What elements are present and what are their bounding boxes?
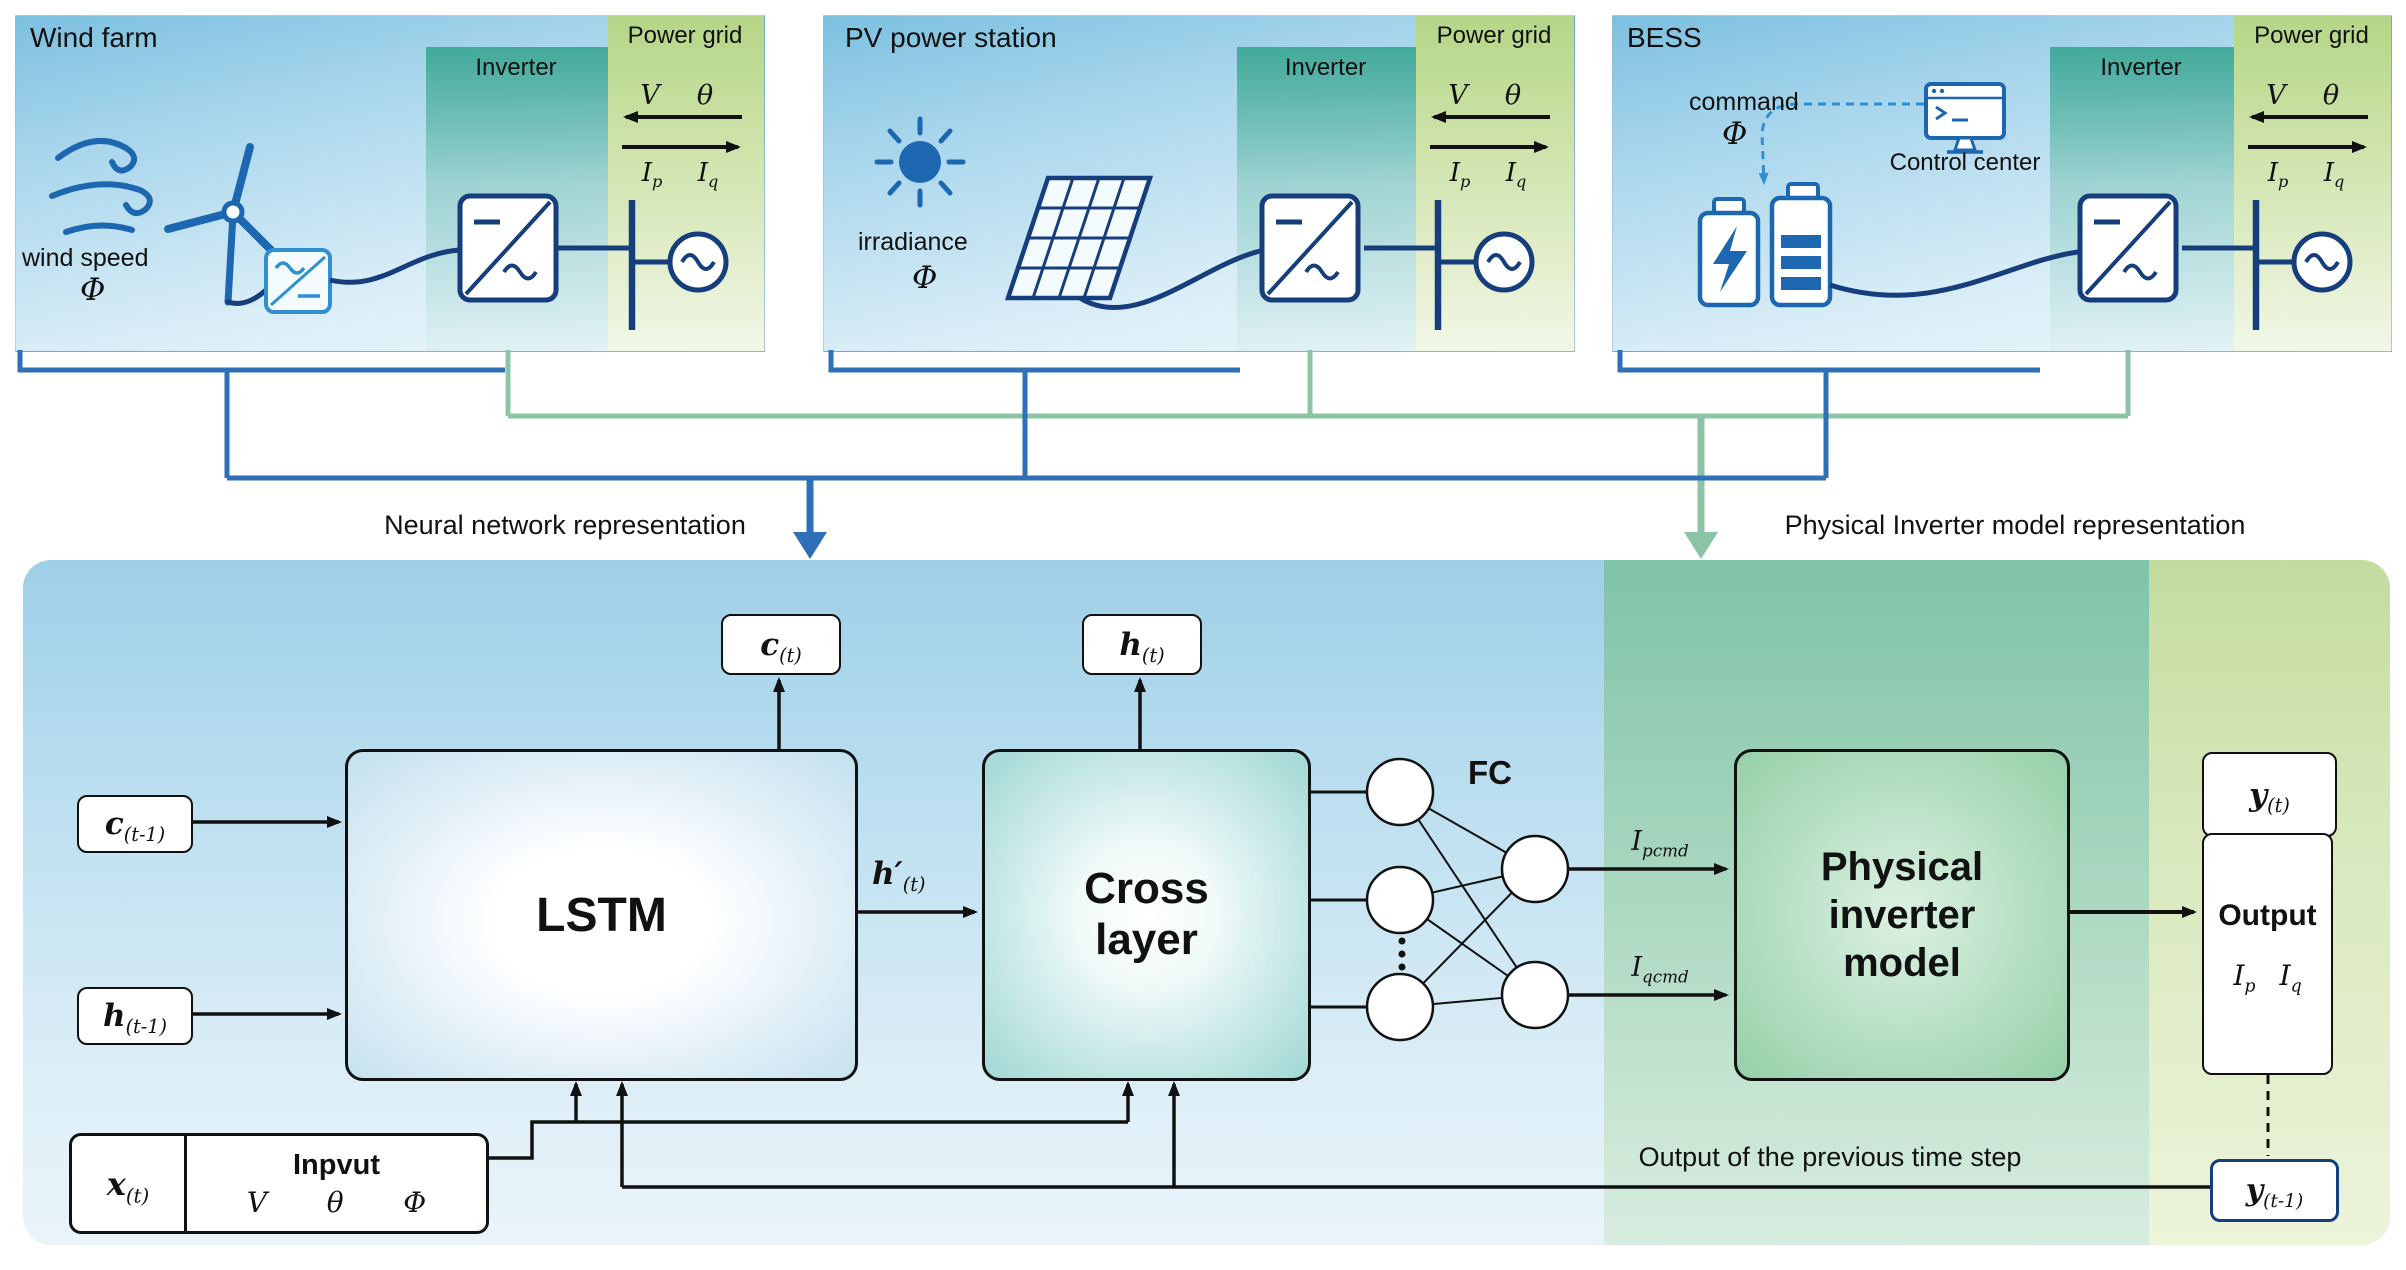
- neural-bus: [17, 350, 2040, 534]
- nn-arrow: [793, 532, 827, 559]
- irradiance-label: irradiance: [858, 228, 968, 256]
- iqcmd-label: Iqcmd: [1631, 952, 1689, 987]
- x-t-box: x(t) Inpvut V θ Φ: [69, 1133, 489, 1234]
- ipcmd-label: Ipcmd: [1631, 826, 1689, 861]
- input-label: Inpvut: [293, 1148, 380, 1181]
- y-t-box: y(t): [2202, 752, 2337, 837]
- iq-label: Iq: [1505, 158, 1527, 192]
- power-grid-label: Power grid: [627, 22, 743, 49]
- control-center-label: Control center: [1889, 149, 2041, 176]
- v-label: V: [1448, 80, 1468, 111]
- phys-flow-label: Physical Inverter model representation: [1784, 510, 2246, 540]
- v-label: V: [640, 80, 660, 111]
- h-t-box: h(t): [1082, 614, 1202, 675]
- ip-label: Ip: [641, 158, 663, 192]
- phys-arrow: [1684, 532, 1718, 559]
- c-prev-box: c(t-1): [77, 795, 193, 853]
- inverter-label: Inverter: [1284, 54, 1367, 81]
- power-grid-label: Power grid: [1436, 22, 1552, 49]
- power-grid-label: Power grid: [2254, 22, 2369, 49]
- lstm-box: LSTM: [345, 749, 858, 1081]
- theta-label: θ: [2322, 80, 2340, 111]
- prev-output-label: Output of the previous time step: [1638, 1142, 2022, 1172]
- output-box: Output Ip Iq: [2202, 833, 2333, 1075]
- wind-farm-panel: [15, 15, 765, 352]
- panel-title: BESS: [1627, 22, 1702, 53]
- ip-label: Ip: [1449, 158, 1471, 192]
- fc-label: FC: [1468, 754, 1512, 791]
- h-prime-label: h′(t): [872, 856, 926, 897]
- phi-label: Φ: [1722, 116, 1748, 152]
- input-theta: θ: [326, 1185, 344, 1219]
- v-label: V: [2266, 80, 2286, 111]
- inverter-label: Inverter: [2100, 54, 2182, 81]
- iq-label: Iq: [2323, 158, 2345, 192]
- command-label: command: [1689, 88, 1799, 116]
- iq-label: Iq: [697, 158, 719, 192]
- theta-label: θ: [1504, 80, 1522, 111]
- nn-flow-label: Neural network representation: [384, 510, 746, 540]
- inverter-region: [1237, 47, 1416, 351]
- inverter-region: [2050, 47, 2234, 351]
- physical-bus: [505, 350, 2131, 534]
- ip-label: Ip: [2267, 158, 2289, 192]
- theta-label: θ: [696, 80, 714, 111]
- panel-title: PV power station: [845, 22, 1057, 53]
- inverter-region: [426, 47, 608, 351]
- phi-label: Φ: [912, 260, 938, 296]
- inverter-label: Inverter: [475, 54, 557, 81]
- phi-label: Φ: [80, 272, 106, 308]
- panel-title: Wind farm: [30, 22, 158, 53]
- h-prev-box: h(t-1): [77, 987, 193, 1045]
- input-phi: Φ: [403, 1185, 427, 1219]
- wind-speed-label: wind speed: [22, 244, 149, 272]
- cross-layer-box: Cross layer: [982, 749, 1311, 1081]
- input-v: V: [246, 1185, 268, 1219]
- c-t-box: c(t): [721, 614, 841, 675]
- y-prev-box: y(t-1): [2210, 1159, 2339, 1222]
- physical-inverter-model-box: Physical inverter model: [1734, 749, 2070, 1081]
